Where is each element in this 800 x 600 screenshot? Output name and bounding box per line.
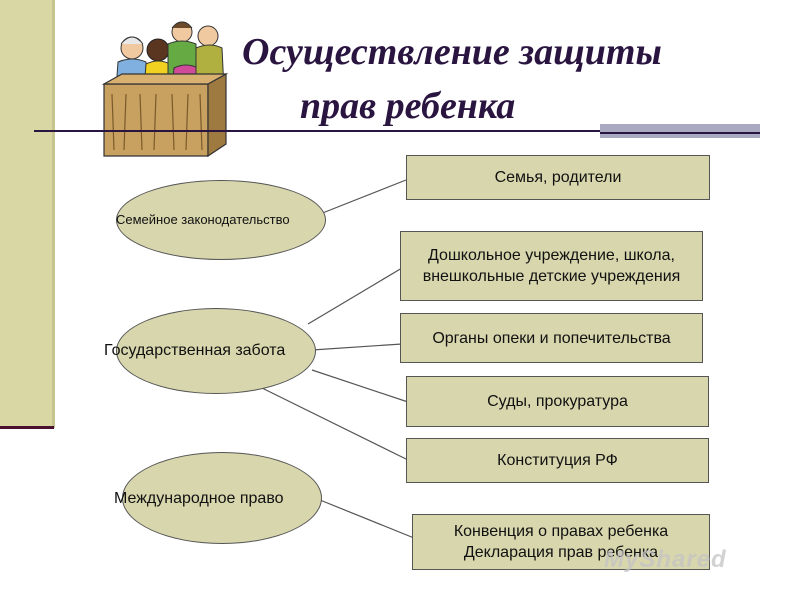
jury-box-clipart [101,21,229,158]
title-rule [34,130,754,132]
side-rule [0,426,54,429]
target-label-courts: Суды, прокуратура [487,393,628,410]
source-label-family-law: Семейное законодательство [116,212,290,227]
connector-state-care-constitution [261,387,409,461]
target-box-constitution: Конституция РФ [406,438,709,483]
connector-state-care-courts [311,369,409,403]
title-accent-bar [600,124,760,138]
title-accent-line [600,132,760,134]
connector-state-care-guardianship [311,343,403,351]
side-strip [0,0,52,428]
title-line-1: Осуществление защиты [242,31,662,73]
page-title: Осуществление защиты прав ребенка [230,25,750,133]
source-ellipse-family-law [116,180,326,260]
connector-family-law-family [319,179,407,215]
target-label-schools: Дошкольное учреждение, школа, внешкольны… [422,247,681,285]
source-label-state-care: Государственная забота [104,342,286,359]
target-box-convention: Конвенция о правах ребенка Декларация пр… [412,514,710,570]
source-label-intl-law: Международное право [114,490,284,507]
target-label-constitution: Конституция РФ [497,452,618,469]
target-label-family: Семья, родители [494,169,622,186]
connector-state-care-schools [307,267,403,325]
source-ellipse-intl-law [122,452,322,544]
watermark-mark: MyShared [604,546,727,573]
side-strip-edge [52,0,55,428]
svg-text:MyShared: MyShared [604,546,727,573]
target-box-schools: Дошкольное учреждение, школа, внешкольны… [400,231,703,301]
target-box-family: Семья, родители [406,155,710,200]
target-label-convention: Конвенция о правах ребенка Декларация пр… [453,523,669,561]
target-label-guardianship: Органы опеки и попечительства [432,329,671,347]
target-box-courts: Суды, прокуратура [406,376,709,427]
connector-intl-law-convention [319,499,415,539]
source-ellipse-state-care [116,308,316,394]
title-line-2: прав ребенка [300,85,516,127]
target-box-guardianship: Органы опеки и попечительства [400,313,703,363]
watermark-logo: MyShared [600,540,770,576]
